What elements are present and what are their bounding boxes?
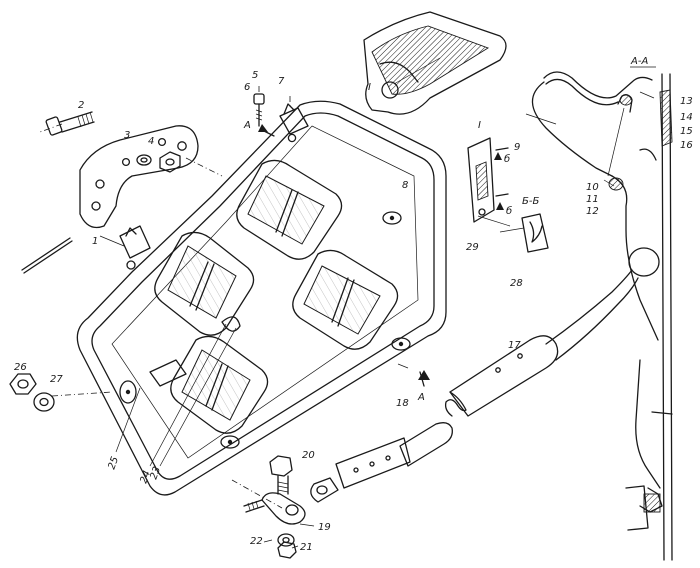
- hinge-pin: [21, 237, 73, 274]
- arrow-A-label-bottom: А: [417, 392, 425, 403]
- callout-4: 4: [148, 136, 154, 147]
- latch-detail-29: [467, 137, 509, 223]
- nut-4: [159, 151, 181, 173]
- callout-1: 1: [92, 236, 98, 247]
- section-arrow-A-bottom: [418, 370, 430, 387]
- callout-9: 9: [514, 142, 520, 153]
- callout-8: 8: [402, 180, 408, 191]
- panel-window-lower-left: [170, 335, 269, 434]
- nut-22: [277, 541, 297, 559]
- handle-17: [444, 247, 660, 417]
- panel-lug-25: [119, 380, 137, 404]
- panel-lug-8: [382, 211, 402, 225]
- callout-24: 24: [138, 469, 153, 485]
- washer-27: [33, 392, 55, 412]
- screw-5: [253, 93, 265, 127]
- arrow-A-label-top: А: [243, 120, 251, 131]
- arrow-b-label-bottom: б: [506, 205, 512, 217]
- callout-22: 22: [250, 536, 263, 547]
- section-b-title: Б-Б: [522, 196, 539, 207]
- clamp-19: [243, 492, 306, 525]
- callout-6: 6: [244, 82, 250, 93]
- callout-12: 12: [586, 206, 599, 217]
- panel-cover: [76, 100, 447, 496]
- section-arrow-b-bottom: [496, 202, 504, 210]
- callout-29: 29: [466, 242, 479, 253]
- callout-27: 27: [50, 374, 63, 385]
- callout-25: 25: [106, 455, 121, 471]
- detail-view-I: [363, 11, 507, 115]
- panel-lug-18: [391, 337, 411, 351]
- callout-20: 20: [302, 450, 315, 461]
- panel-window-upper-left: [154, 231, 255, 336]
- detail-view-I-title: I: [478, 120, 481, 131]
- spring-clip-28: [521, 213, 549, 253]
- nut-21: [277, 533, 295, 547]
- arrow-b-label-top: б: [504, 153, 510, 165]
- lock-rod: [310, 422, 453, 503]
- hinge-1: [119, 225, 151, 270]
- section-A-A: [531, 71, 673, 561]
- panel-window-lower-right: [292, 249, 399, 350]
- callout-17: 17: [508, 340, 521, 351]
- washer-3: [136, 154, 152, 166]
- callout-21: 21: [300, 542, 313, 553]
- section-title-A-A: A-A: [630, 56, 648, 67]
- handle-knob: [628, 247, 660, 277]
- callout-23: 23: [148, 465, 163, 481]
- callout-numbers: 1 2 3 4 5 6 7 8 9 10 11 12 13 14 15 16 1…: [14, 70, 693, 553]
- detail-view-I-marker: I: [368, 82, 371, 93]
- callout-3: 3: [124, 130, 130, 141]
- hinge-bracket-plate: [79, 125, 199, 229]
- callout-2: 2: [78, 100, 84, 111]
- callout-7: 7: [278, 76, 285, 87]
- callout-13: 13: [680, 96, 693, 107]
- nut-26: [9, 373, 37, 395]
- leader-lines: [99, 91, 655, 549]
- callout-18: 18: [396, 398, 409, 409]
- callout-10: 10: [586, 182, 599, 193]
- callout-11: 11: [586, 194, 599, 205]
- callout-19: 19: [318, 522, 331, 533]
- callout-26: 26: [14, 362, 27, 373]
- callout-15: 15: [680, 126, 693, 137]
- callout-28: 28: [510, 278, 523, 289]
- section-arrow-A-top: [258, 124, 275, 137]
- clip-bracket: [149, 359, 187, 387]
- bolt-2: [45, 111, 95, 136]
- callout-14: 14: [680, 112, 693, 123]
- hinge-7: [279, 103, 309, 143]
- callout-5: 5: [252, 70, 258, 81]
- callout-16: 16: [680, 140, 693, 151]
- section-arrow-b-top: [494, 152, 502, 160]
- bolt-20: [269, 455, 293, 495]
- panel-window-upper-right: [236, 159, 343, 260]
